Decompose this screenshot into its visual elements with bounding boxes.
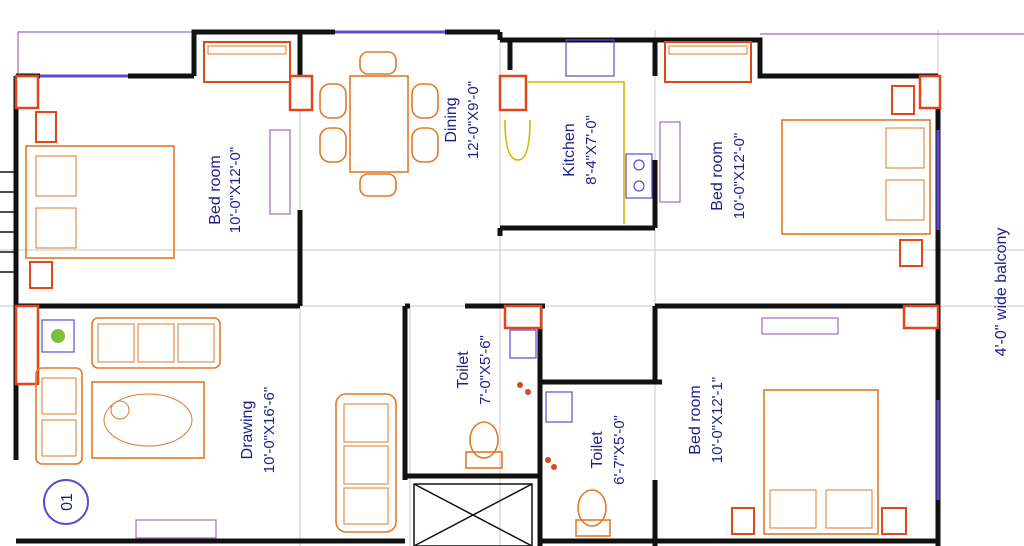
dining-name: Dining [443, 97, 460, 142]
drawing-dims: 10'-0"X16'-6" [261, 387, 278, 473]
kitchen-dims: 8'-4"X7'-0" [583, 115, 600, 185]
windows [40, 30, 940, 500]
bed-room-2-furniture [781, 85, 931, 267]
toilet-2-name: Toilet [589, 431, 606, 469]
left-stair-lines [0, 171, 14, 273]
room-label-bed-room-3: Bed room 10'-0"X12'-1" [687, 377, 726, 463]
bed-room-3-name: Bed room [687, 385, 704, 454]
room-label-toilet-1: Toilet 7'-0"X5'-6" [455, 335, 494, 405]
room-label-drawing: Drawing 10'-0"X16'-6" [239, 387, 278, 473]
room-label-balcony: 4'-0" wide balcony [993, 228, 1010, 357]
columns [14, 74, 942, 386]
bed-room-2-name: Bed room [709, 141, 726, 210]
dining-dims: 12'-0"X9'-0" [465, 81, 482, 159]
bed-room-1-name: Bed room [207, 155, 224, 224]
drawing-furniture [35, 317, 397, 539]
bed-room-3-dims: 10'-0"X12'-1" [709, 377, 726, 463]
flat-number-badge [43, 479, 89, 525]
toilet-2-fixtures [545, 391, 611, 537]
kitchen-name: Kitchen [561, 123, 578, 176]
shaft [413, 483, 533, 546]
flat-number: 01 [59, 493, 76, 511]
kitchen-fixtures [504, 39, 681, 224]
plot-boundary [17, 31, 1024, 90]
toilet-1-fixtures [465, 329, 537, 469]
drawing-name: Drawing [239, 401, 256, 460]
toilet-1-dims: 7'-0"X5'-6" [477, 335, 494, 405]
bed-room-3-furniture [731, 317, 907, 535]
bed-room-2-dims: 10'-0"X12'-0" [731, 133, 748, 219]
toilet-2-dims: 6'-7"X5'-0" [611, 415, 628, 485]
bed-room-1-dims: 10'-0"X12'-0" [227, 147, 244, 233]
bed-room-1-furniture [25, 111, 291, 289]
dining-furniture [319, 51, 439, 197]
toilet-1-name: Toilet [455, 351, 472, 389]
room-label-dining: Dining 12'-0"X9'-0" [443, 81, 482, 159]
room-label-toilet-2: Toilet 6'-7"X5'-0" [589, 415, 628, 485]
wardrobes [203, 41, 752, 83]
room-label-kitchen: Kitchen 8'-4"X7'-0" [561, 115, 600, 185]
balcony-name: 4'-0" wide balcony [993, 228, 1010, 357]
room-label-bed-room-1: Bed room 10'-0"X12'-0" [207, 147, 244, 233]
room-label-bed-room-2: Bed room 10'-0"X12'-0" [709, 133, 748, 219]
flat-number-label: 01 [59, 493, 76, 511]
